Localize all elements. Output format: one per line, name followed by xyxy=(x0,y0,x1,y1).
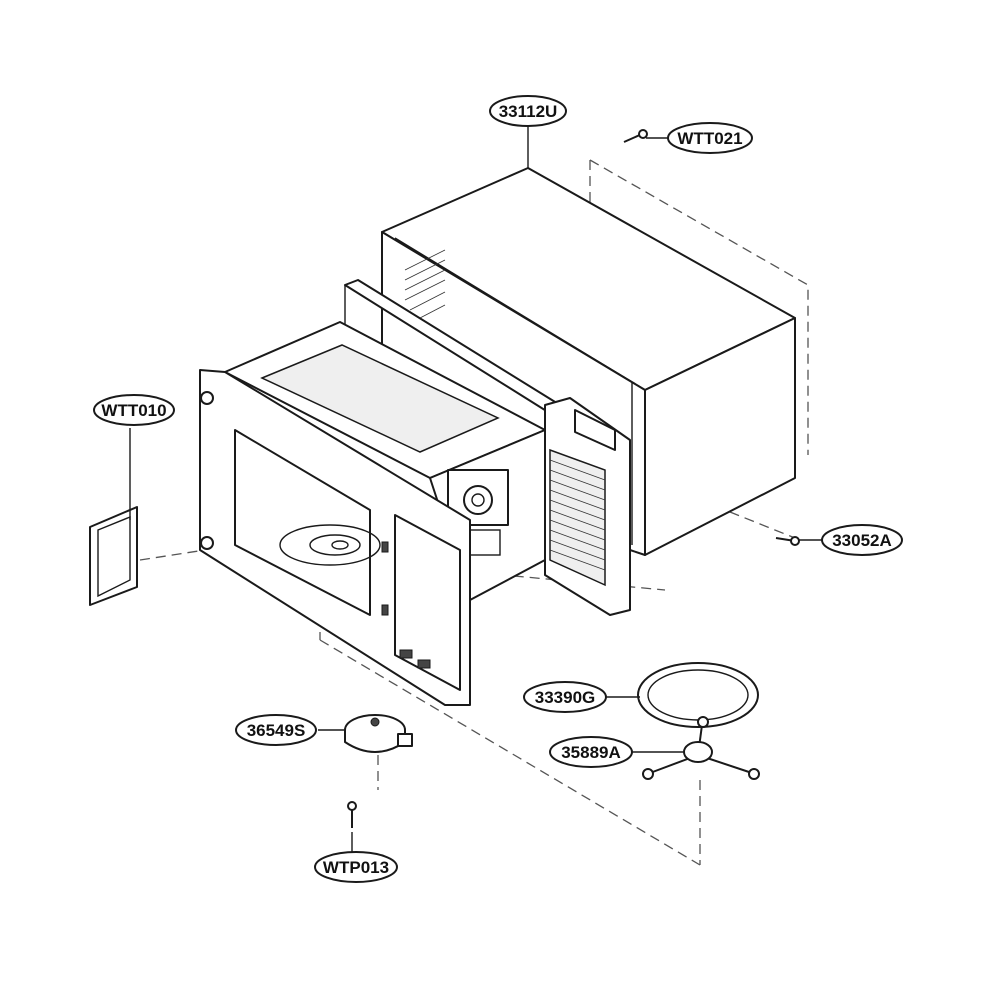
callout-cover-plate-label: WTT010 xyxy=(101,401,166,420)
glass-tray-part xyxy=(637,662,759,728)
callout-roller-guide-label: 35889A xyxy=(561,743,621,762)
callout-turntable-motor: 36549S xyxy=(235,714,317,746)
screw-wtt010-part xyxy=(775,536,800,546)
callout-glass-tray: 33390G xyxy=(523,681,607,713)
callout-glass-tray-label: 33390G xyxy=(535,688,596,707)
callout-cabinet: 33112U xyxy=(489,95,567,127)
screw-wtp013-part xyxy=(347,801,357,828)
callout-screw-top: WTT021 xyxy=(667,122,753,154)
rear-panel xyxy=(544,397,631,616)
callout-screw-top-label: WTT021 xyxy=(677,129,742,148)
callout-screw-right-label: 33052A xyxy=(832,531,892,550)
callout-roller-guide: 35889A xyxy=(549,736,633,768)
callout-turntable-motor-label: 36549S xyxy=(247,721,306,740)
callout-cover-plate: WTT010 xyxy=(93,394,175,426)
cabinet-vents xyxy=(404,249,446,319)
callout-screw-right: 33052A xyxy=(821,524,903,556)
rear-grille xyxy=(549,459,606,571)
callout-motor-screw-label: WTP013 xyxy=(323,858,389,877)
callout-cabinet-label: 33112U xyxy=(499,102,558,121)
turntable-motor-part xyxy=(344,714,413,753)
oven-cavity xyxy=(199,279,561,706)
cover-plate-part xyxy=(89,506,138,606)
leader-lines xyxy=(129,126,822,852)
roller-guide-part xyxy=(642,716,760,780)
screw-wtt021-part xyxy=(623,129,648,143)
callout-motor-screw: WTP013 xyxy=(314,851,398,883)
